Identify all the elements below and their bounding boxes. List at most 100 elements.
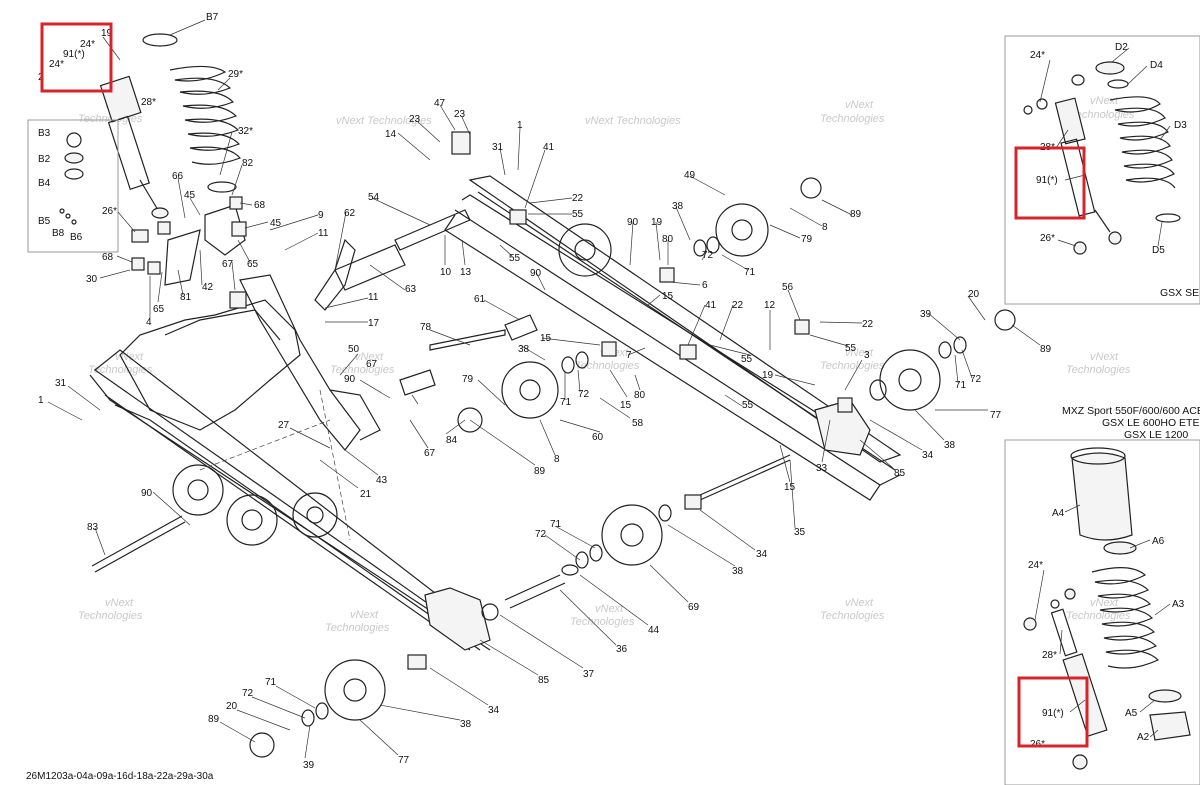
callout: 78	[420, 322, 432, 333]
callout: 38	[672, 201, 684, 212]
callout: 71	[744, 267, 756, 278]
callout: A6	[1152, 536, 1165, 547]
callout: 19	[101, 28, 113, 39]
watermark: Technologies	[820, 360, 885, 372]
callout: B7	[206, 12, 219, 23]
watermark: vNext	[355, 351, 384, 363]
watermark: Technologies	[88, 364, 153, 376]
callout: 37	[583, 669, 595, 680]
watermark: vNext	[595, 603, 624, 615]
highlight-box	[1014, 146, 1086, 220]
callout: 22	[732, 300, 744, 311]
callout: 44	[648, 625, 660, 636]
washers	[249, 131, 1016, 758]
callout: 11	[318, 228, 329, 239]
variant-panel-mxz-sport	[1004, 439, 1200, 785]
watermark: Technologies	[570, 616, 635, 628]
callout: 71	[550, 519, 562, 530]
callout: A5	[1125, 708, 1138, 719]
callout: 89	[850, 209, 862, 220]
watermarks: vNext Technologies vNext Technologies vN…	[78, 95, 1135, 634]
variant-title-gsx-se: GSX SE	[1160, 287, 1199, 299]
callout: 67	[424, 448, 436, 459]
watermark: vNext	[1090, 95, 1119, 107]
callout: 83	[87, 522, 99, 533]
callout: 58	[632, 418, 644, 429]
watermark: Technologies	[1070, 109, 1135, 121]
highlight-box	[1017, 676, 1089, 748]
variant-title-line: GSX LE 600HO ETEC	[1102, 417, 1200, 429]
shock-lower-hardware	[131, 196, 247, 309]
watermark: vNext	[1090, 597, 1119, 609]
callout: 28*	[1042, 650, 1057, 661]
callout: 22	[572, 193, 584, 204]
callout: 65	[153, 304, 165, 315]
wheel	[324, 659, 386, 721]
variant-title-line: GSX LE 1200	[1124, 429, 1188, 441]
callout: 10	[440, 267, 452, 278]
callout: 23	[409, 114, 421, 125]
callout: 29*	[228, 69, 243, 80]
callout: 20	[968, 289, 980, 300]
callout: 24*	[1028, 560, 1043, 571]
callout: 30	[86, 274, 98, 285]
variant-leaders-gsx-se	[1039, 47, 1171, 247]
callout: 26*	[1040, 233, 1055, 244]
link-bracket	[314, 238, 356, 311]
leader-lines	[47, 19, 1041, 759]
callout: 42	[202, 282, 214, 293]
wheel	[715, 203, 769, 257]
variant-title-line: MXZ Sport 550F/600/600 ACE	[1062, 405, 1200, 417]
watermark: Technologies	[78, 610, 143, 622]
callout: 34	[488, 705, 500, 716]
callout: 90	[627, 217, 639, 228]
callout: 31	[492, 142, 504, 153]
callout: 23	[454, 109, 466, 120]
highlight-box	[40, 22, 113, 93]
callout: 13	[460, 267, 472, 278]
callout: 67	[222, 259, 234, 270]
callout: 38	[732, 566, 744, 577]
callout: 69	[688, 602, 700, 613]
rail-assembly-upper	[444, 175, 902, 501]
callout: 11	[368, 292, 379, 303]
callout: 54	[368, 192, 380, 203]
callout: A4	[1052, 508, 1065, 519]
callout: 71	[955, 380, 967, 391]
callout: 15	[662, 291, 674, 302]
watermark: vNext	[845, 347, 874, 359]
watermark: vNext	[105, 597, 134, 609]
shock-kit-parts	[59, 132, 84, 225]
callout: 72	[535, 529, 547, 540]
callout: 72	[578, 389, 590, 400]
callout: 68	[102, 252, 114, 263]
wheel	[879, 349, 941, 411]
watermark: vNext	[845, 99, 874, 111]
callout: 56	[782, 282, 794, 293]
callout: 15	[620, 400, 632, 411]
callout: 19	[762, 370, 774, 381]
callout: 65	[247, 259, 259, 270]
watermark: vNext Technologies	[336, 115, 432, 127]
callout: 38	[518, 344, 530, 355]
callout: 84	[446, 435, 458, 446]
callout: 80	[634, 390, 646, 401]
wheel	[601, 504, 663, 566]
callout: B4	[38, 178, 51, 189]
callout: D5	[1152, 245, 1165, 256]
callout: D4	[1150, 60, 1163, 71]
watermark: Technologies	[820, 610, 885, 622]
callout: 35	[794, 527, 806, 538]
callout: 27	[278, 420, 290, 431]
watermark: Technologies	[330, 364, 395, 376]
callout: 14	[385, 129, 397, 140]
rear-shock	[99, 75, 169, 219]
callout: 89	[534, 466, 546, 477]
callout: 4	[146, 317, 152, 328]
callout: 1	[38, 395, 44, 406]
callout: 34	[756, 549, 768, 560]
spring	[142, 33, 242, 193]
callout: 36	[616, 644, 628, 655]
callout: 79	[462, 374, 474, 385]
